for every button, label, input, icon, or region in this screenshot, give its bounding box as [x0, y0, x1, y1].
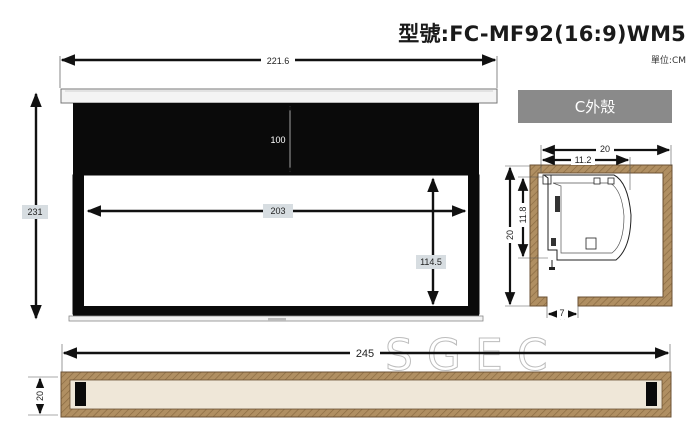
label-screen-width: 203 — [270, 206, 285, 216]
label-housing-width: 221.6 — [267, 56, 290, 66]
dim-slot-width: 7 — [546, 306, 579, 320]
dim-housing-width: 221.6 — [59, 53, 498, 88]
label-side-housing-height: 11.8 — [518, 207, 528, 224]
dim-total-height: 231 — [22, 92, 48, 320]
label-total-height: 231 — [27, 207, 42, 217]
viewing-surface — [72, 174, 480, 315]
dim-recess-length: 245 — [62, 346, 670, 360]
housing-profile — [542, 174, 632, 261]
label-recess-depth: 20 — [35, 391, 45, 401]
label-slot-width: 7 — [559, 308, 564, 318]
bottom-border — [73, 306, 479, 316]
left-endcap — [75, 382, 86, 406]
right-endcap — [646, 382, 657, 406]
label-side-housing-width: 11.2 — [575, 155, 592, 165]
roller-block — [585, 237, 597, 250]
left-border — [73, 175, 84, 314]
dim-side-outer-width: 20 — [541, 143, 671, 156]
label-recess-length: 245 — [356, 348, 374, 360]
front-view — [60, 88, 498, 322]
dim-side-housing-width: 11.2 — [541, 153, 630, 166]
label-side-outer-width: 20 — [600, 144, 610, 154]
label-black-drop: 100 — [270, 135, 285, 145]
case-type-badge: C外殼 — [518, 90, 672, 123]
dim-recess-depth: 20 — [28, 376, 58, 416]
pull-handle — [268, 318, 286, 321]
mount-bracket — [542, 174, 552, 185]
label-screen-height: 114.5 — [420, 257, 442, 267]
recess-opening — [69, 379, 663, 410]
label-side-outer-height: 20 — [505, 230, 515, 240]
unit-label: 單位:CM — [650, 56, 686, 66]
mount-clip — [555, 196, 560, 212]
model-title: 型號:FC-MF92(16:9)WM5 — [398, 22, 686, 46]
top-view — [60, 344, 672, 418]
dim-side-housing-height: 11.8 — [517, 177, 529, 258]
dim-screen-height: 114.5 — [416, 177, 446, 306]
dim-black-drop: 100 — [270, 105, 292, 173]
dim-screen-width: 203 — [86, 204, 467, 218]
right-border — [468, 175, 479, 314]
dim-side-outer-height: 20 — [504, 166, 516, 306]
side-view — [505, 145, 673, 307]
black-drop-area — [73, 103, 479, 175]
